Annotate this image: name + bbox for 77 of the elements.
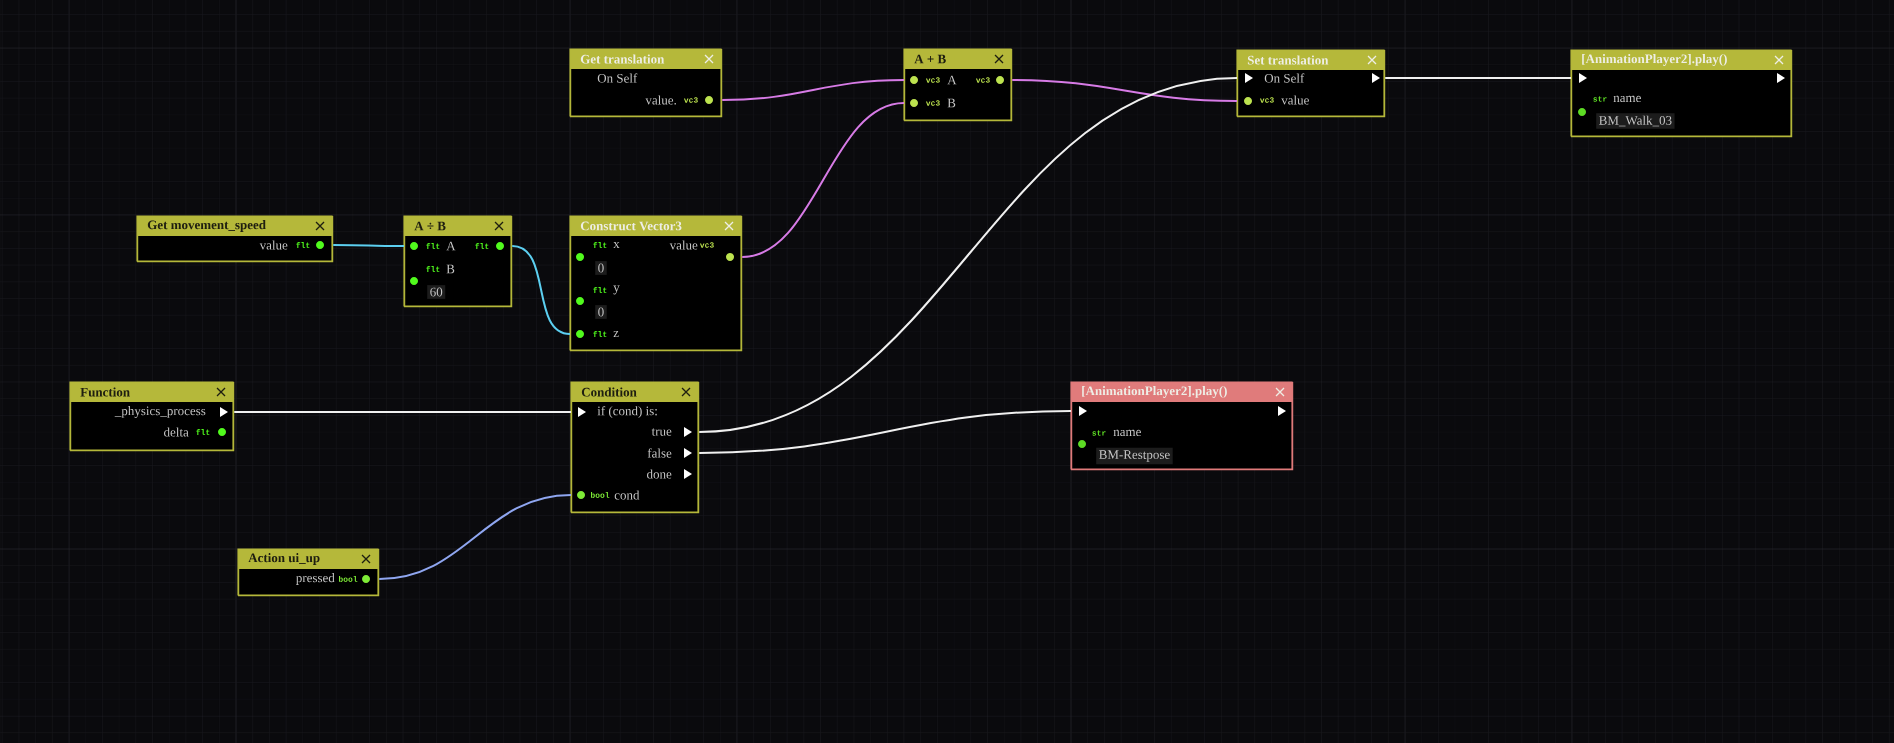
port-label: cond bbox=[614, 490, 640, 500]
port-label: A bbox=[947, 75, 957, 85]
node-title: Set translation bbox=[1247, 55, 1329, 65]
node-box bbox=[403, 215, 513, 308]
node-title: Get translation bbox=[580, 54, 665, 64]
type-tag: vc3 bbox=[925, 77, 940, 83]
port-label: _physics_process bbox=[114, 406, 206, 418]
port-label: true bbox=[651, 428, 672, 436]
type-tag: vc3 bbox=[683, 97, 698, 103]
port-label: B bbox=[947, 98, 956, 108]
port-label: value. bbox=[645, 95, 676, 105]
port-label: false bbox=[647, 448, 672, 458]
port-label: A bbox=[446, 241, 456, 251]
connector bbox=[721, 79, 905, 101]
port-label: x bbox=[613, 242, 620, 248]
connector bbox=[1011, 79, 1238, 102]
type-tag: flt bbox=[296, 242, 310, 248]
port-label: z bbox=[613, 331, 619, 337]
node-box bbox=[569, 48, 723, 118]
port-label: B bbox=[446, 264, 455, 274]
connector bbox=[233, 411, 572, 413]
node-title: Condition bbox=[581, 387, 637, 397]
node-title: A ÷ B bbox=[414, 221, 446, 231]
type-tag: str bbox=[1593, 96, 1607, 102]
value-field: 60 bbox=[427, 285, 446, 299]
type-tag: bool bbox=[590, 492, 610, 498]
type-tag: flt bbox=[196, 429, 210, 435]
value-field: 0 bbox=[595, 305, 607, 319]
node-box bbox=[237, 548, 380, 597]
node-box bbox=[569, 215, 743, 352]
node-title: [AnimationPlayer2].play() bbox=[1082, 386, 1227, 398]
port-label: value bbox=[1281, 95, 1309, 105]
value-field: 0 bbox=[595, 261, 607, 275]
type-tag: flt bbox=[475, 243, 489, 249]
node-title: Action ui_up bbox=[248, 553, 320, 565]
type-tag: flt bbox=[593, 331, 607, 337]
connector bbox=[741, 102, 905, 258]
node-title: A + B bbox=[914, 54, 946, 64]
node-title: Construct Vector3 bbox=[580, 221, 682, 231]
type-tag: str bbox=[1092, 430, 1106, 436]
port-label: value bbox=[669, 240, 698, 250]
port-label: delta bbox=[164, 427, 189, 437]
type-tag: flt bbox=[426, 243, 440, 249]
type-tag: vc3 bbox=[1259, 97, 1274, 103]
node-box bbox=[570, 381, 700, 514]
node-box bbox=[69, 381, 235, 452]
port-label: name bbox=[1613, 95, 1641, 103]
node-box bbox=[1236, 49, 1386, 118]
node-box bbox=[903, 48, 1013, 122]
type-tag: flt bbox=[593, 242, 607, 248]
type-tag: bool bbox=[338, 576, 358, 582]
port-label: y bbox=[613, 285, 620, 295]
port-label: name bbox=[1113, 429, 1141, 437]
connector bbox=[332, 244, 405, 247]
node-box bbox=[1570, 49, 1793, 138]
port-label: if (cond) is: bbox=[597, 406, 657, 418]
connector bbox=[698, 77, 1238, 433]
value-field: BM_Walk_03 bbox=[1596, 113, 1675, 129]
port-label: done bbox=[647, 469, 672, 479]
connector bbox=[1384, 77, 1572, 79]
node-box bbox=[1070, 381, 1294, 471]
connector bbox=[511, 245, 571, 335]
node-title: Function bbox=[80, 387, 130, 397]
type-tag: vc3 bbox=[975, 77, 990, 83]
type-tag: flt bbox=[426, 266, 440, 272]
port-label: value bbox=[259, 240, 288, 250]
node-box bbox=[136, 215, 334, 263]
type-tag: flt bbox=[593, 287, 607, 293]
node-title: Get movement_speed bbox=[147, 220, 266, 232]
type-tag: vc3 bbox=[925, 100, 940, 106]
node-title: [AnimationPlayer2].play() bbox=[1582, 54, 1727, 66]
connector bbox=[698, 410, 1072, 454]
port-label: On Self bbox=[1264, 73, 1305, 83]
port-label: pressed bbox=[296, 573, 335, 585]
port-label: On Self bbox=[597, 73, 638, 83]
type-tag: vc3 bbox=[699, 242, 714, 248]
connector bbox=[378, 494, 572, 580]
